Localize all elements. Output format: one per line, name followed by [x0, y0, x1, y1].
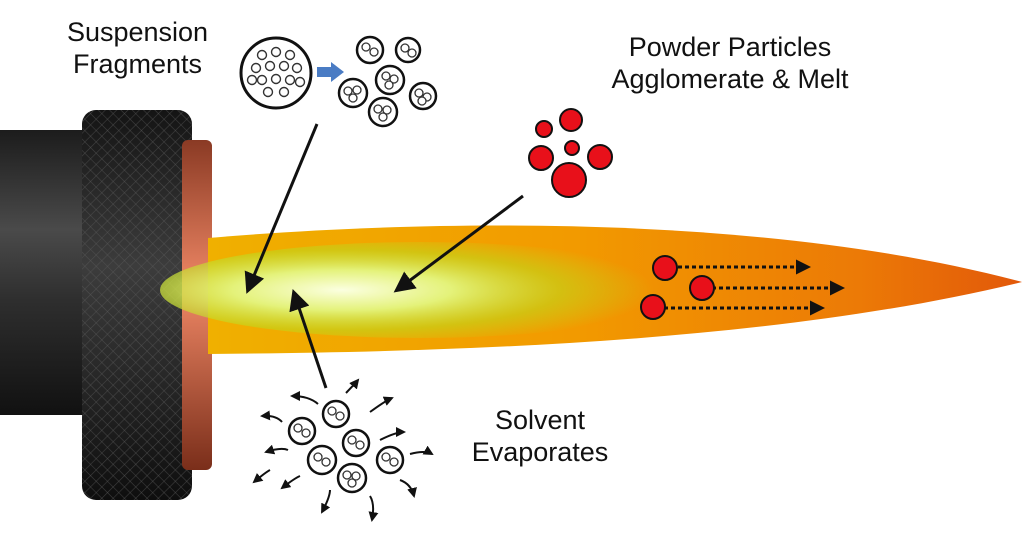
evaporation-arrow-icon	[409, 445, 434, 455]
fragment-icon	[321, 399, 351, 429]
powder-particle-icon	[551, 162, 587, 198]
evaporation-arrow-icon	[399, 479, 417, 498]
evaporation-arrow-icon	[321, 489, 331, 514]
fragment-icon	[287, 416, 317, 446]
powder-particle-icon	[535, 120, 553, 138]
powder-particle-icon	[587, 144, 613, 170]
evaporation-arrow-icon	[280, 475, 301, 490]
powder-pointer-arrow	[393, 194, 524, 293]
spray-nozzle	[0, 110, 212, 500]
evaporation-arrow-icon	[260, 410, 283, 423]
suspension-label: Suspension Fragments	[50, 16, 225, 80]
evaporation-arrow-icon	[264, 444, 289, 455]
powder-particle-icon	[652, 255, 678, 281]
powder-label-line1: Powder Particles	[628, 32, 832, 62]
fragmentation-arrow-icon	[317, 62, 344, 82]
powder-particle-icon	[689, 275, 715, 301]
powder-particle-icon	[528, 108, 613, 198]
powder-particle-icon	[640, 294, 666, 320]
fragment-icon	[306, 444, 338, 476]
solvent-label: Solvent Evaporates	[455, 404, 625, 468]
evaporation-arrow-icon	[369, 396, 394, 413]
evaporation-arrow-icon	[252, 469, 271, 484]
evaporation-arrow-icon	[290, 391, 319, 405]
fragment-icon	[408, 81, 438, 111]
powder-particle-icon	[528, 145, 554, 171]
suspension-label-line2: Fragments	[72, 49, 203, 79]
fragment-icon	[394, 36, 422, 64]
solvent-label-line1: Solvent	[494, 405, 586, 435]
suspension-label-line1: Suspension	[66, 17, 209, 47]
fragment-icon	[336, 462, 368, 494]
suspension-pointer-arrow	[244, 123, 319, 294]
evaporation-icon	[252, 378, 434, 522]
fragment-icon	[355, 35, 385, 65]
pointer-arrows	[244, 123, 524, 389]
solvent-label-line2: Evaporates	[471, 437, 609, 467]
fragment-icon	[367, 96, 399, 128]
powder-label: Powder Particles Agglomerate & Melt	[575, 31, 885, 95]
evaporation-arrow-icon	[379, 427, 406, 441]
powder-particle-icon	[564, 140, 580, 156]
powder-label-line2: Agglomerate & Melt	[611, 64, 849, 94]
suspension-droplet-icon	[239, 36, 313, 110]
evaporation-arrow-icon	[345, 378, 360, 394]
fragment-icon	[374, 64, 406, 96]
flame-jet	[160, 225, 1022, 354]
fragment-icon	[337, 77, 369, 109]
fragment-icon	[337, 35, 438, 128]
molten-particles	[640, 255, 845, 320]
evaporation-arrow-icon	[368, 495, 379, 522]
fragment-icon	[375, 445, 405, 475]
fragment-icon	[341, 428, 371, 458]
solvent-pointer-arrow	[289, 289, 328, 389]
powder-particle-icon	[559, 108, 583, 132]
